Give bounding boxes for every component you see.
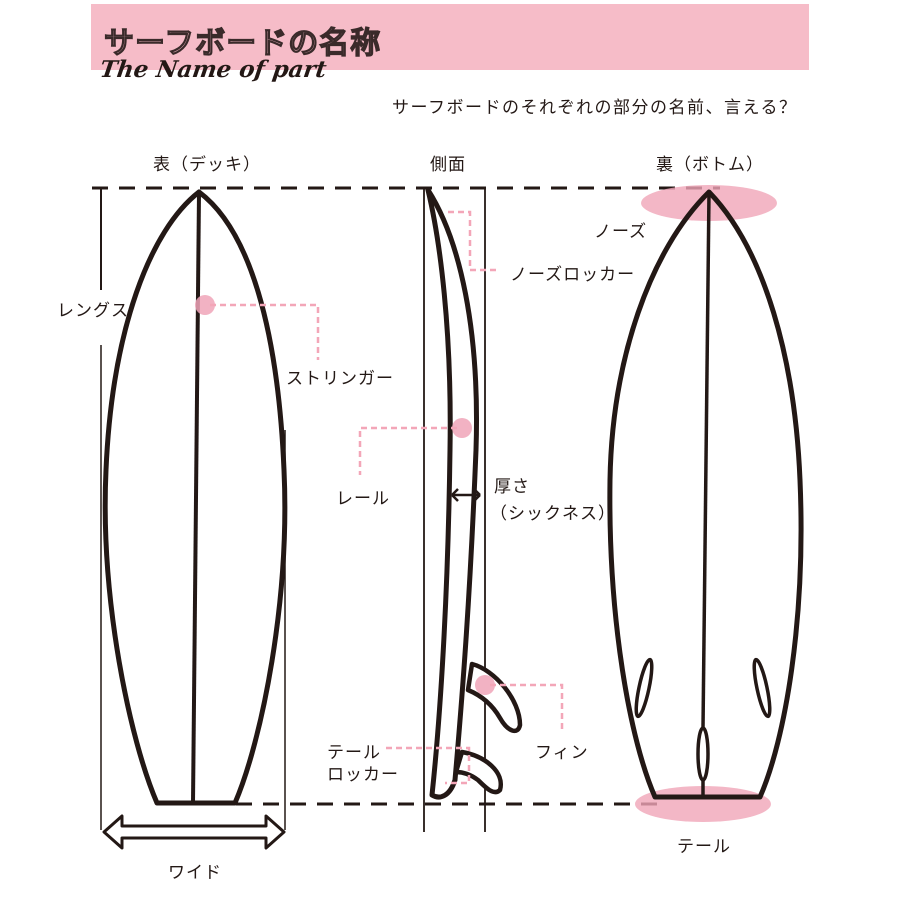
length-label: レングス <box>57 301 129 321</box>
rail-leader <box>358 426 457 475</box>
thickness-label: 厚さ <box>494 477 530 497</box>
left-fin <box>634 657 654 719</box>
center-fin <box>696 726 710 782</box>
fin-marker <box>475 675 495 695</box>
width-arrow <box>102 814 286 850</box>
bottom-view-title: 裏（ボトム） <box>656 155 764 175</box>
side-view-title: 側面 <box>430 155 466 175</box>
deck-view-title: 表（デッキ） <box>153 155 261 175</box>
title-banner <box>91 4 809 70</box>
rail-marker <box>452 418 472 438</box>
nose-label: ノーズ <box>594 222 648 242</box>
thickness-sublabel: （シックネス） <box>490 504 616 524</box>
tail-rocker-label: テール <box>327 743 381 763</box>
tail-rocker-leader <box>386 746 471 785</box>
bottom-board <box>607 189 804 800</box>
fin-leader <box>490 683 564 733</box>
tail-label: テール <box>677 837 731 857</box>
thickness-arrow <box>451 488 481 502</box>
stringer-leader <box>210 303 320 360</box>
deck-board <box>102 189 288 806</box>
tail-rocker-sublabel: ロッカー <box>327 765 399 785</box>
fin-label: フィン <box>535 743 589 763</box>
nose-rocker-label: ノーズロッカー <box>510 265 636 285</box>
nose-rocker-leader <box>448 210 500 272</box>
width-label: ワイド <box>168 863 222 883</box>
stringer-marker <box>195 295 215 315</box>
rail-label: レール <box>336 489 390 509</box>
intro-question: サーフボードのそれぞれの部分の名前、言える？ <box>392 98 798 118</box>
right-fin <box>752 657 772 719</box>
stringer-label: ストリンガー <box>286 369 394 389</box>
page-title: サーフボードの名称 <box>103 25 382 61</box>
